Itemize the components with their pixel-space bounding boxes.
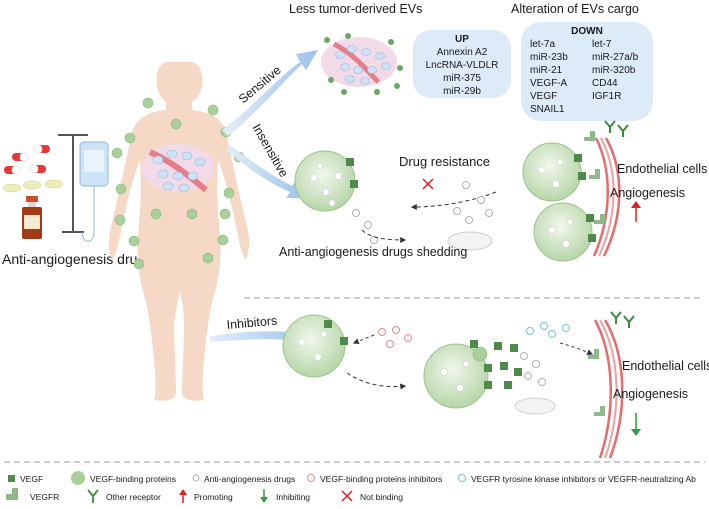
ev-vessel-1 (522, 142, 586, 202)
body-tumor (142, 144, 214, 193)
ev-vessel-2 (533, 202, 596, 262)
less-evs-label: Less tumor-derived EVs (289, 2, 422, 16)
legend-not-binding-icon (341, 490, 353, 502)
shedding-label: Anti-angiogenesis drugs shedding (279, 245, 467, 259)
drug-particles-bottom (520, 352, 546, 386)
other-receptor-bottom-icon (610, 311, 635, 328)
down-item: SNAIL1 (530, 104, 565, 115)
down-item: let-7 (592, 39, 612, 50)
down-item: CD44 (592, 78, 618, 89)
drugs-label: Anti-angiogenesis drugs (2, 251, 152, 267)
down-item: IGF1R (592, 91, 621, 102)
endothelial-label-1: Endothelial cells (617, 162, 707, 176)
bottom-arrow-right (559, 342, 594, 356)
up-box (413, 30, 511, 98)
legend-not-binding: Not binding (360, 492, 403, 502)
legend-vegf-icon (8, 475, 15, 482)
vessel-wall-top (592, 137, 621, 257)
bottom-arrow-back (352, 334, 375, 345)
down-title: DOWN (571, 26, 603, 37)
small-tumor-cluster (321, 33, 403, 95)
legend-vbp-inhibitors: VEGF-binding proteins inhibitors (320, 474, 442, 484)
down-item: VEGF-A (530, 78, 568, 89)
other-receptor-icon (604, 120, 629, 137)
drug-pills-icon (2, 144, 64, 193)
drug-tablet-bottom (514, 397, 556, 415)
angiogenesis-label-2: Angiogenesis (613, 387, 688, 401)
vegfr-receptor-icon (584, 131, 605, 224)
down-item: VEGF (530, 91, 557, 102)
legend-anti-drugs: Anti-angiogenesis drugs (204, 474, 295, 484)
down-item: miR-27a/b (592, 52, 639, 63)
vegfr-bottom-icon (588, 349, 605, 416)
legend-anti-drugs-icon (192, 474, 200, 482)
legend-other-receptor: Other receptor (106, 492, 161, 502)
vessel-wall-bottom (593, 319, 624, 459)
human-body (109, 62, 249, 401)
legend-vegfr-icon (6, 488, 18, 500)
inhibitors-label: Inhibitors (226, 314, 278, 332)
alteration-label: Alteration of EVs cargo (511, 2, 639, 16)
angiogenesis-label-1: Angiogenesis (610, 186, 685, 200)
insensitive-arrow (226, 145, 306, 198)
legend-vbp-inhibitors-icon (307, 474, 315, 482)
down-item: miR-320b (592, 65, 636, 76)
up-item: Annexin A2 (437, 47, 488, 58)
up-item: miR-375 (443, 73, 481, 84)
down-item: let-7a (530, 39, 555, 50)
vial-icon (22, 196, 42, 239)
up-item: LncRNA-VLDLR (426, 60, 499, 71)
up-title: UP (455, 34, 469, 45)
legend: VEGF VEGF-binding proteins Anti-angiogen… (6, 471, 696, 503)
up-item: miR-29b (443, 86, 481, 97)
legend-inhibiting: Inhibiting (276, 492, 310, 502)
legend-other-receptor-icon (87, 489, 99, 503)
legend-tki-icon (458, 474, 466, 482)
legend-vegf-binding: VEGF-binding proteins (90, 474, 176, 484)
legend-vegf-binding-icon (71, 471, 85, 485)
ev-large-1 (294, 150, 358, 212)
legend-vegfr: VEGFR (30, 492, 59, 502)
promoting-arrow-icon (631, 201, 641, 222)
inhibiting-arrow-icon (631, 413, 641, 436)
down-item: miR-21 (530, 65, 563, 76)
drug-particles-mid (352, 181, 493, 244)
not-binding-cross-icon (422, 178, 434, 190)
vbp-inhibitor-particles (378, 326, 412, 348)
legend-vegf: VEGF (20, 474, 43, 484)
endothelial-label-2: Endothelial cells (622, 359, 709, 373)
drug-resistance-arrow (410, 191, 497, 210)
legend-inhibiting-icon (260, 489, 268, 503)
ev-bottom-2 (423, 340, 492, 409)
released-vegf (494, 342, 522, 389)
drug-resistance-label: Drug resistance (399, 154, 490, 169)
drug-tablet (447, 231, 493, 251)
tki-particles (526, 322, 570, 338)
legend-promoting-icon (179, 489, 187, 503)
iv-drip-icon (58, 134, 109, 242)
down-item: miR-23b (530, 52, 568, 63)
shedding-arrow (361, 229, 407, 243)
inhibitors-arrow (210, 325, 308, 347)
ev-bottom-1 (282, 314, 348, 378)
legend-tki: VEGFR tyrosine kinase inhibitors or VEGF… (471, 474, 696, 484)
sensitive-arrow (222, 50, 318, 136)
down-box (521, 22, 653, 121)
bottom-arrow-down (346, 372, 407, 390)
legend-promoting: Promoting (194, 492, 233, 502)
